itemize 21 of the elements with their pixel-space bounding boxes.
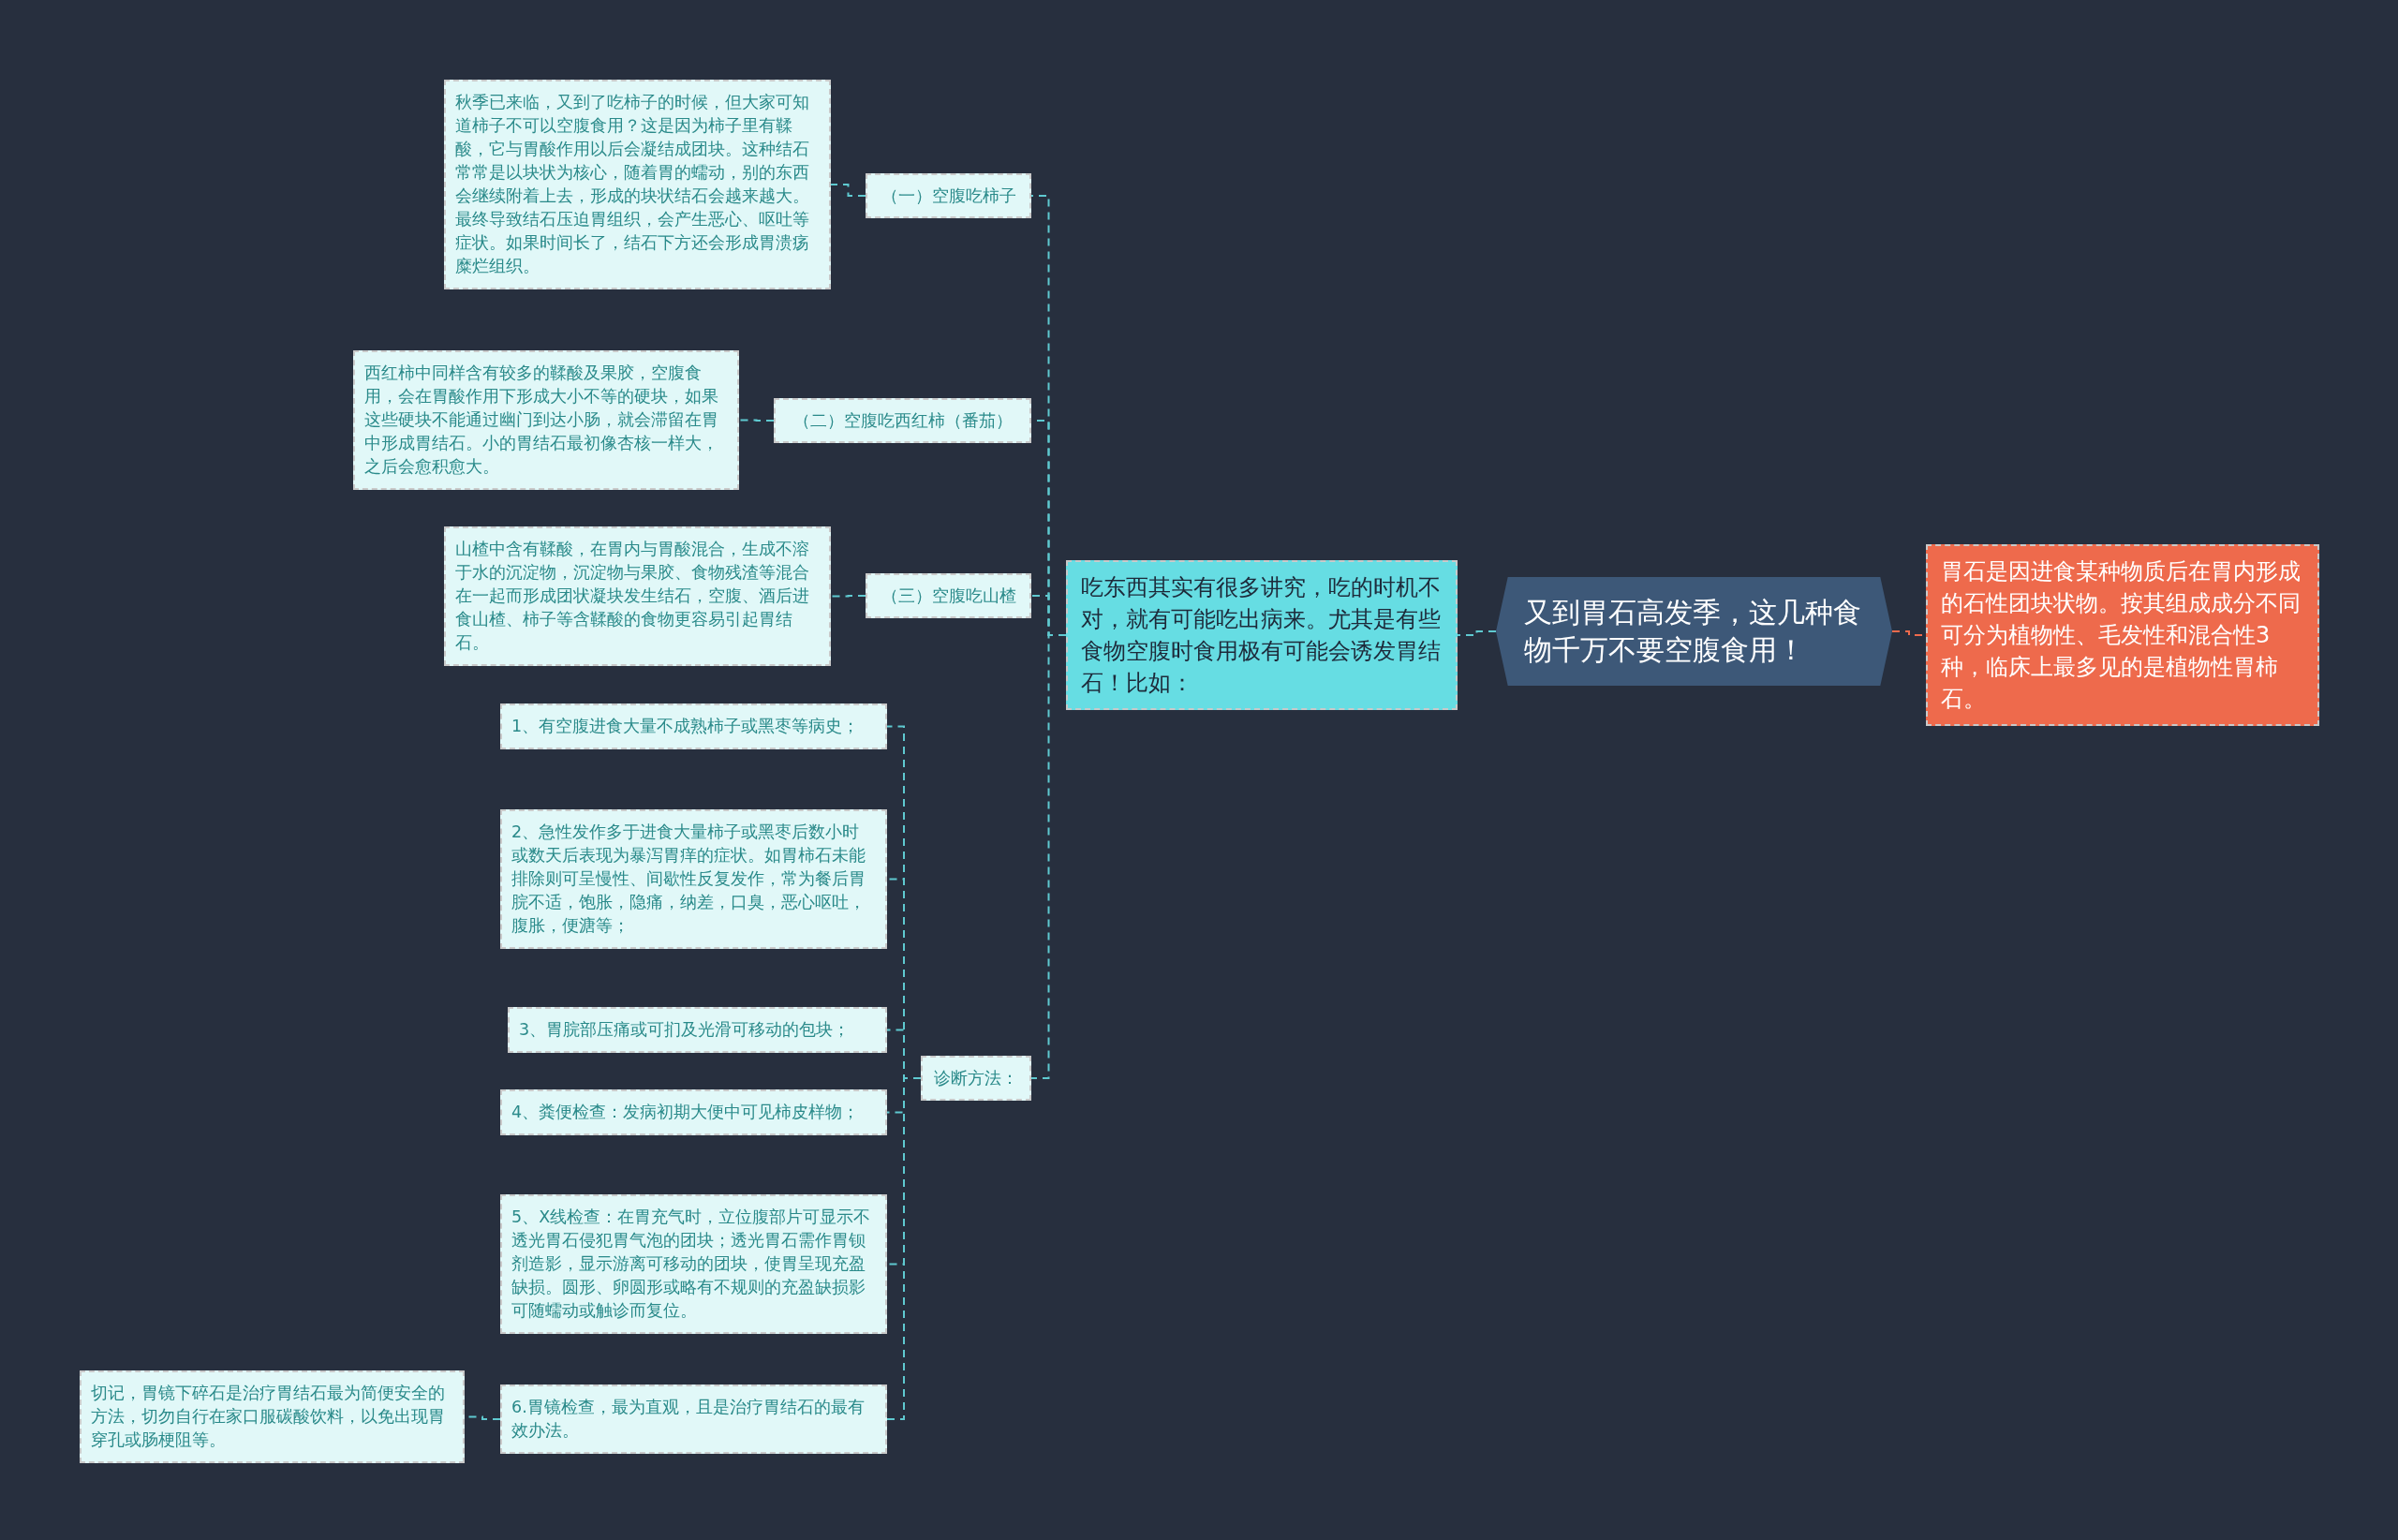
branch-label: （三）空腹吃山楂 — [866, 573, 1031, 618]
note-box: 6.胃镜检查，最为直观，且是治疗胃结石的最有效办法。 — [500, 1385, 887, 1454]
connector-line — [738, 419, 775, 422]
note-box: 5、X线检查：在胃充气时，立位腹部片可显示不透光胃石侵犯胃气泡的团块；透光胃石需作胃钡剂造影，显示游离可移动的团块，使胃呈现充盈缺损。圆形、卵圆形或略有不规则的充盈缺损影可随蠕动或触诊而复位。 — [500, 1194, 887, 1334]
branch-label: 诊断方法： — [921, 1056, 1031, 1101]
note-box: 2、急性发作多于进食大量柿子或黑枣后数小时或数天后表现为暴泻胃痒的症状。如胃柿石未能排除则可呈慢性、间歇性反复发作，常为餐后胃脘不适，饱胀，隐痛，纳差，口臭，恶心呕吐，腹胀，便溏等； — [500, 809, 887, 949]
topic-hexagon: 又到胃石高发季，这几种食物千万不要空腹食用！ — [1496, 577, 1892, 686]
note-box: 3、胃脘部压痛或可扪及光滑可移动的包块； — [508, 1007, 887, 1053]
branch-label: （一）空腹吃柿子 — [866, 173, 1031, 218]
connector-line — [830, 184, 866, 197]
branch-label: （二）空腹吃西红柿（番茄） — [774, 398, 1031, 443]
note-box: 秋季已来临，又到了吃柿子的时候，但大家可知道柿子不可以空腹食用？这是因为柿子里有鞣酸，它与胃酸作用以后会凝结成团块。这种结石常常是以块状为核心，随着胃的蠕动，别的东西会继续附着上去，形成的块状结石会越来越大。最终导致结石压迫胃组织，会产生恶心、呕吐等症状。如果时间长了，结石下方还会形成胃溃疡糜烂组织。 — [444, 80, 831, 289]
note-box: 4、粪便检查：发病初期大便中可见柿皮样物； — [500, 1089, 887, 1135]
intro-box: 吃东西其实有很多讲究，吃的时机不对，就有可能吃出病来。尤其是有些食物空腹时食用极有可能会诱发胃结石！比如： — [1066, 560, 1458, 710]
connector-line — [1457, 630, 1497, 636]
note-box: 1、有空腹进食大量不成熟柿子或黑枣等病史； — [500, 703, 887, 749]
note-box: 西红柿中同样含有较多的鞣酸及果胶，空腹食用，会在胃酸作用下形成大小不等的硬块，如果这些硬块不能通过幽门到达小肠，就会滞留在胃中形成胃结石。小的胃结石最初像杏核一样大，之后会愈积愈大。 — [353, 350, 739, 490]
note-box: 山楂中含有鞣酸，在胃内与胃酸混合，生成不溶于水的沉淀物，沉淀物与果胶、食物残渣等混合在一起而形成团状凝块发生结石，空腹、酒后进食山楂、柿子等含鞣酸的食物更容易引起胃结石。 — [444, 526, 831, 666]
connector-line — [830, 595, 866, 598]
note-box: 切记，胃镜下碎石是治疗胃结石最为简便安全的方法，切勿自行在家口服碳酸饮料，以免出现胃穿孔或肠梗阻等。 — [80, 1370, 465, 1463]
definition-box: 胃石是因进食某种物质后在胃内形成的石性团块状物。按其组成成分不同可分为植物性、毛发性和混合性3种，临床上最多见的是植物性胃柿石。 — [1926, 544, 2319, 726]
